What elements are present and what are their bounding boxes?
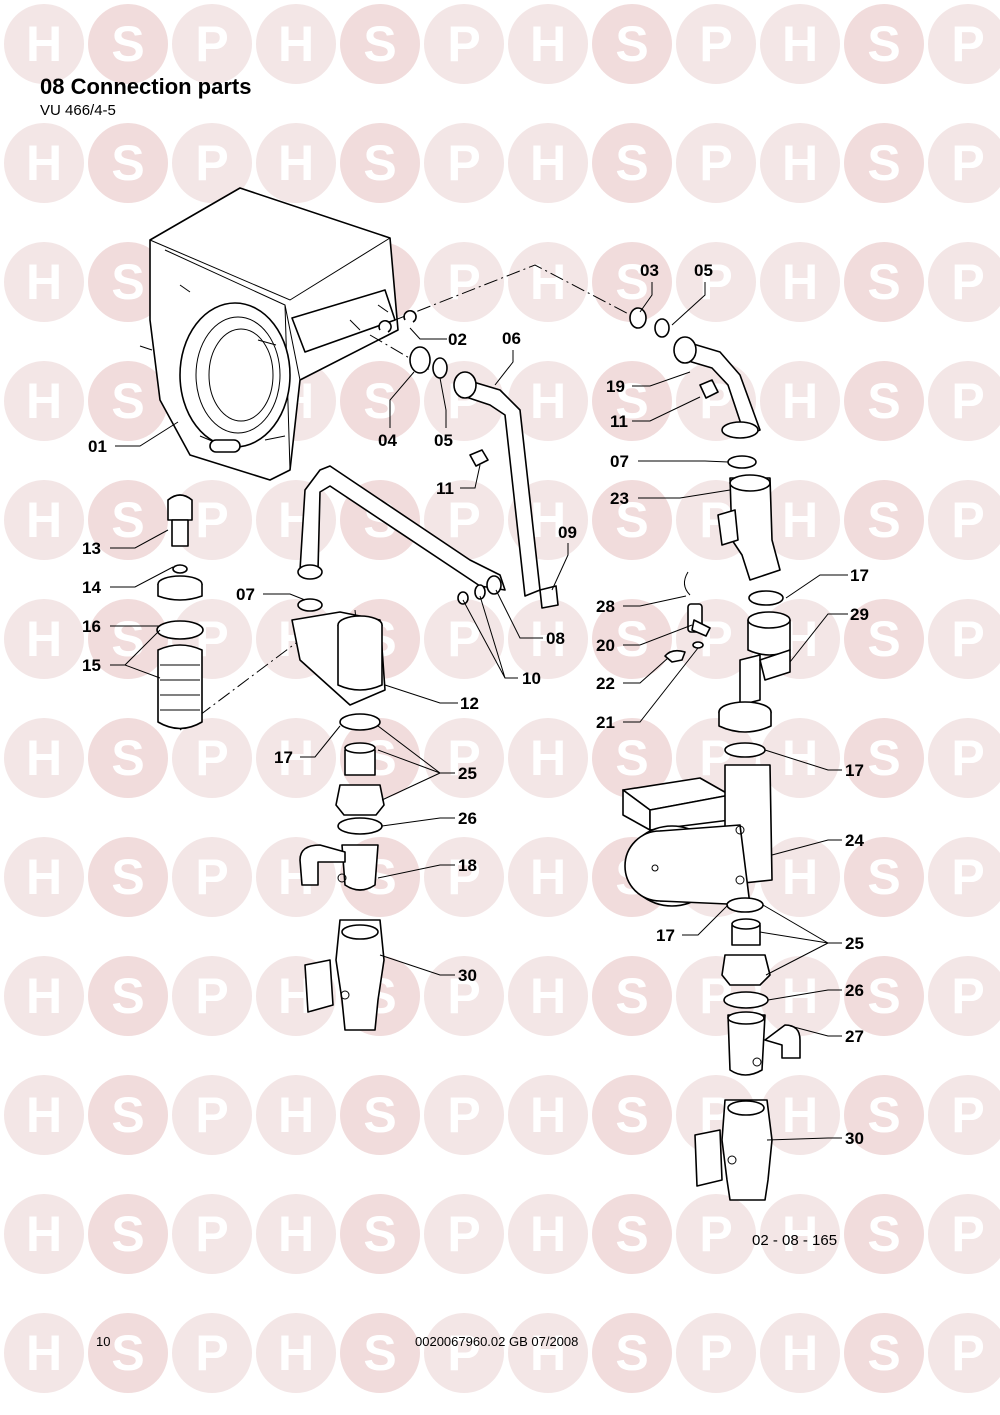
pump-part-24 <box>622 701 773 907</box>
callout-07-left: 07 <box>236 585 255 604</box>
callout-22: 22 <box>596 674 615 693</box>
callout-10: 10 <box>522 669 541 688</box>
callout-11-right: 11 <box>610 412 628 431</box>
callout-23: 23 <box>610 489 629 508</box>
callout-15: 15 <box>82 656 101 675</box>
callout-07-right: 07 <box>610 452 629 471</box>
callout-11-left: 11 <box>436 479 454 498</box>
heat-exchanger-part-01 <box>139 187 399 481</box>
callout-17-d: 17 <box>656 926 675 945</box>
callout-27: 27 <box>845 1027 864 1046</box>
callout-21: 21 <box>596 713 615 732</box>
callout-12: 12 <box>460 694 479 713</box>
drawing-code: 02 - 08 - 165 <box>752 1232 838 1249</box>
manifold-part-12 <box>291 598 386 706</box>
callout-25-right: 25 <box>845 934 864 953</box>
document-reference: 0020067960.02 GB 07/2008 <box>415 1334 579 1349</box>
callout-25-left: 25 <box>458 764 477 783</box>
sensor-part-11-left <box>469 449 489 467</box>
part-10 <box>457 591 469 605</box>
callout-02: 02 <box>448 330 467 349</box>
callout-05-top: 05 <box>694 261 713 280</box>
callout-17-b: 17 <box>274 748 293 767</box>
pipe-part-06 <box>297 371 541 597</box>
callout-06: 06 <box>502 329 521 348</box>
callout-28: 28 <box>596 597 615 616</box>
air-vent-assembly <box>156 494 204 730</box>
right-pipe-assembly <box>629 307 791 706</box>
o-ring-part-05-right <box>654 318 670 338</box>
fitting-part-04 <box>409 346 431 374</box>
callout-30-left: 30 <box>458 966 477 985</box>
callout-16: 16 <box>82 617 101 636</box>
part-03 <box>629 307 647 329</box>
left-valve-stack <box>299 713 385 1031</box>
callout-13: 13 <box>82 539 101 558</box>
model-number: VU 466/4-5 <box>40 102 116 119</box>
callout-20: 20 <box>596 636 615 655</box>
callout-09: 09 <box>558 523 577 542</box>
page-number: 10 <box>96 1334 111 1349</box>
o-ring-part-05-left <box>432 357 448 379</box>
page-title: 08 Connection parts <box>40 74 252 99</box>
callout-labels: 01 02 03 05 06 04 05 19 11 11 07 23 09 1… <box>82 261 869 1148</box>
callout-24: 24 <box>845 831 864 850</box>
callout-18: 18 <box>458 856 477 875</box>
callout-30-right: 30 <box>845 1129 864 1148</box>
callout-08: 08 <box>546 629 565 648</box>
callout-14: 14 <box>82 578 101 597</box>
callout-05-left: 05 <box>434 431 453 450</box>
right-valve-stack <box>694 897 801 1201</box>
callout-19: 19 <box>606 377 625 396</box>
callout-29: 29 <box>850 605 869 624</box>
clip-part-02 <box>378 319 392 333</box>
sensor-assembly <box>664 571 711 663</box>
callout-26-left: 26 <box>458 809 477 828</box>
callout-17-c: 17 <box>845 761 864 780</box>
clip-part-09 <box>539 585 559 609</box>
leader-lines <box>110 282 848 1141</box>
callout-26-right: 26 <box>845 981 864 1000</box>
callout-01: 01 <box>88 437 107 456</box>
callout-04: 04 <box>378 431 397 450</box>
part-08 <box>486 575 502 595</box>
callout-17-a: 17 <box>850 566 869 585</box>
callout-03: 03 <box>640 261 659 280</box>
